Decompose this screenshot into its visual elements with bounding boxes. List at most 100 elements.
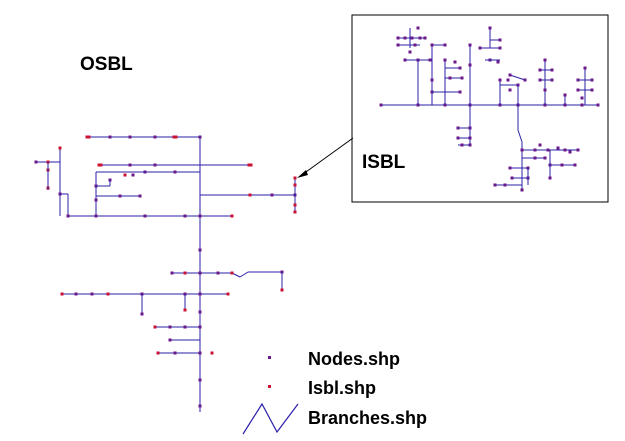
node-point [270, 193, 274, 197]
node-point [556, 146, 560, 150]
node-point [198, 325, 202, 329]
node-point [580, 96, 584, 100]
isbl-point [183, 271, 187, 275]
node-point [533, 148, 537, 152]
isbl-point [247, 163, 253, 167]
isbl-point [85, 135, 91, 139]
node-point [506, 78, 510, 82]
branch-segment [517, 129, 523, 143]
isbl-point [183, 308, 187, 312]
isbl-point [293, 183, 297, 187]
node-point [576, 88, 580, 92]
node-point [510, 176, 514, 180]
node-point [560, 163, 564, 167]
node-point [453, 60, 457, 64]
node-point [198, 310, 202, 314]
node-point [143, 214, 147, 218]
node-point [198, 271, 202, 275]
node-point [443, 58, 447, 62]
node-point [458, 90, 462, 94]
node-point [508, 73, 512, 77]
node-point [543, 156, 547, 160]
isbl-point [280, 288, 284, 292]
node-point [596, 103, 600, 107]
isbl-label: ISBL [362, 152, 406, 173]
node-point [546, 148, 550, 152]
node-point [503, 183, 507, 187]
isbl-point [230, 271, 234, 275]
node-point [430, 78, 434, 82]
node-point [576, 78, 580, 82]
legend-branch-symbol [242, 402, 299, 435]
node-point [90, 292, 94, 296]
legend-branches-label: Branches.shp [308, 408, 427, 428]
branch-segment [239, 271, 249, 278]
isbl-point [156, 351, 160, 355]
node-point [140, 312, 144, 316]
node-point [198, 248, 202, 252]
node-point [520, 148, 524, 152]
node-point [468, 63, 472, 67]
node-point [550, 78, 554, 82]
isbl-point [293, 203, 297, 207]
node-point [590, 88, 594, 92]
node-point [138, 194, 142, 198]
node-point [563, 93, 567, 97]
callout-arrow [297, 137, 354, 178]
node-point [468, 43, 472, 47]
node-point [493, 183, 497, 187]
node-point [118, 194, 122, 198]
node-point [498, 78, 502, 82]
node-point [94, 198, 98, 202]
legend-node-symbol [268, 356, 271, 359]
isbl-point [106, 292, 110, 296]
node-point [580, 103, 584, 107]
node-point [173, 170, 177, 174]
node-point [443, 43, 447, 47]
node-point [183, 325, 187, 329]
node-point [198, 404, 202, 408]
isbl-point [293, 176, 297, 180]
node-point [173, 351, 177, 355]
isbl-point [172, 135, 178, 139]
node-point [590, 78, 594, 82]
node-point [153, 163, 157, 167]
node-point [416, 26, 420, 30]
legend-isbl-symbol [268, 385, 271, 388]
isbl-point [293, 210, 297, 214]
isbl-point [226, 292, 230, 296]
node-point [508, 166, 512, 170]
node-point [456, 136, 460, 140]
node-point [410, 36, 414, 40]
node-point [498, 38, 502, 42]
node-point [488, 26, 492, 30]
node-point [198, 292, 202, 296]
isbl-point [248, 193, 252, 197]
node-point [413, 43, 417, 47]
node-point [543, 88, 547, 92]
node-point [430, 43, 434, 47]
node-point [379, 103, 383, 107]
node-point [543, 58, 547, 62]
isbl-inset-frame [351, 14, 609, 203]
node-point [131, 173, 135, 177]
node-point [448, 76, 452, 80]
node-point [538, 78, 542, 82]
node-point [523, 78, 527, 82]
node-point [128, 163, 132, 167]
osbl-label: OSBL [80, 54, 133, 75]
node-point [418, 36, 422, 40]
isbl-point [97, 163, 103, 167]
osbl-network [34, 135, 297, 412]
isbl-point [60, 292, 64, 296]
node-point [403, 36, 407, 40]
node-point [498, 46, 502, 50]
node-point [538, 143, 542, 147]
node-point [576, 148, 580, 152]
isbl-point [230, 214, 234, 218]
isbl-point [153, 325, 157, 329]
node-point [508, 88, 512, 92]
node-point [108, 135, 112, 139]
legend-isbl-label: Isbl.shp [308, 378, 376, 398]
branch-segment [509, 74, 526, 81]
